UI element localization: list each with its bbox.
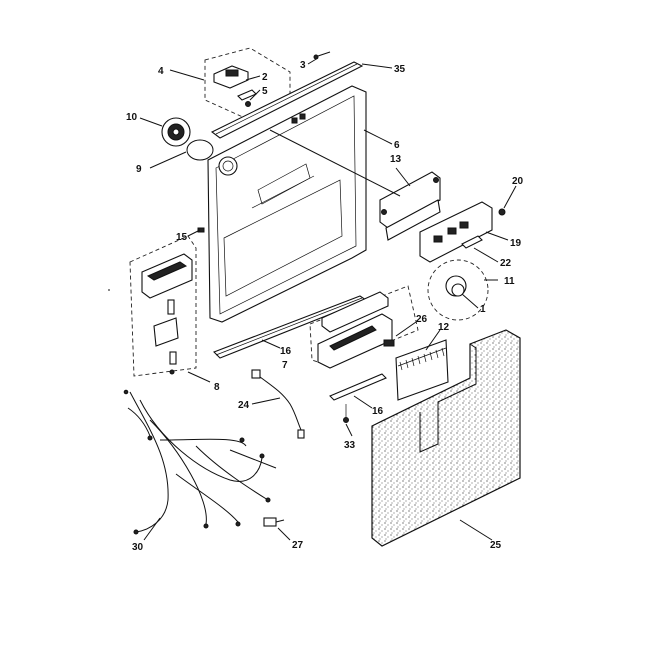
knob-assembly-11 [427,259,489,321]
callout-16-upper: 16 [280,346,292,357]
cable-24 [251,369,305,439]
callout-13: 13 [390,154,402,165]
callout-15: 15 [176,232,188,243]
callout-33: 33 [344,440,356,451]
leader-lines [108,57,517,541]
callout-12: 12 [438,322,450,333]
callout-19: 19 [510,238,522,249]
callout-10: 10 [126,112,138,123]
callout-2: 2 [262,72,268,83]
panel-12 [395,339,449,401]
callout-9: 9 [136,164,142,175]
callout-16-lower: 16 [372,406,384,417]
dispenser-housing-16 [309,285,419,369]
callout-30: 30 [132,542,144,553]
callout-1: 1 [480,304,486,315]
bracket-assembly-4 [204,47,291,119]
callout-24: 24 [238,400,250,411]
callout-20: 20 [512,176,524,187]
callout-25: 25 [490,540,502,551]
callout-6: 6 [394,140,400,151]
top-rail-35 [210,51,364,139]
callout-11: 11 [504,276,515,287]
callout-labels: 4 3 35 2 5 10 6 13 9 20 15 19 22 11 1 26… [126,60,524,553]
vent-assembly-8 [129,227,205,377]
callout-27: 27 [292,540,304,551]
callout-8: 8 [214,382,220,393]
callout-3: 3 [300,60,306,71]
gasket-ring-9 [186,139,214,161]
dispenser-cap-10 [161,117,191,147]
callout-4: 4 [158,66,164,77]
bracket-13 [379,171,441,241]
wire-harness-30 [123,389,277,535]
callout-26: 26 [416,314,428,325]
callout-35: 35 [394,64,406,75]
inner-door-panel-6 [207,85,367,323]
insulation-pad-25 [371,329,521,547]
callout-22: 22 [500,258,512,269]
control-panel-19 [419,201,506,263]
callout-5: 5 [262,86,268,97]
connector-27 [263,517,285,527]
callout-7: 7 [282,360,288,371]
lower-bracket-16 [329,373,387,423]
